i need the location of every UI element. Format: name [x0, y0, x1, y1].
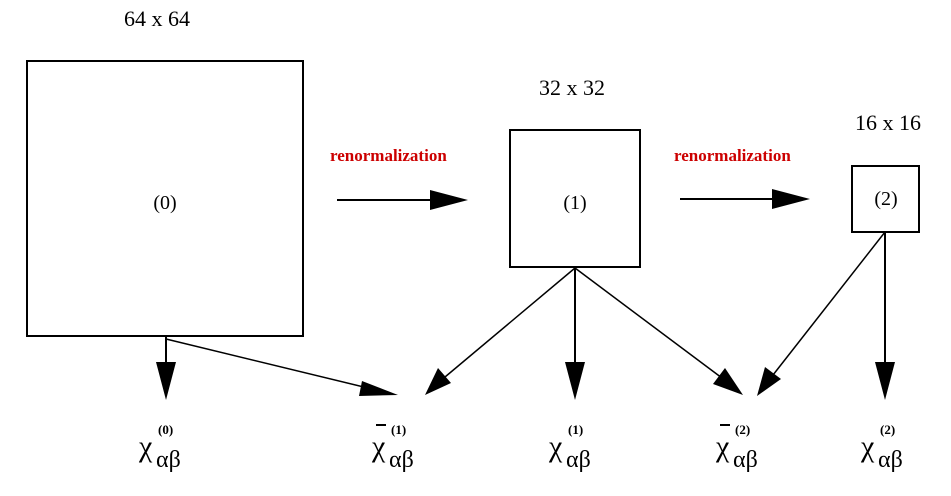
- arrow-b1-to-chibar1: [425, 267, 576, 395]
- chi-subscript: αβ: [566, 447, 591, 473]
- chi-subscript: αβ: [733, 447, 758, 473]
- chi-symbol: χ: [139, 430, 153, 463]
- box-label-0: (0): [153, 192, 177, 214]
- bar-accent: [720, 424, 730, 426]
- chi-superscript: (0): [158, 422, 174, 437]
- renorm-arrow-2: [680, 189, 810, 209]
- size-label-16: 16 x 16: [855, 110, 921, 135]
- chi-subscript: αβ: [878, 447, 903, 473]
- renormalization-label-2: renormalization: [674, 146, 791, 165]
- box-label-2: (2): [874, 188, 898, 210]
- lattice-box-1: [509, 129, 641, 268]
- renormalization-label-1: renormalization: [330, 146, 447, 165]
- chi-superscript: (1): [391, 422, 407, 437]
- chi-superscript: (1): [568, 422, 584, 437]
- chi-symbol: χ: [861, 430, 875, 463]
- chi-superscript: (2): [880, 422, 896, 437]
- renorm-arrow-1: [337, 190, 468, 210]
- arrow-b0-to-chibar1: [165, 338, 398, 396]
- chi-subscript: αβ: [389, 447, 414, 473]
- chi-symbol: χ: [716, 430, 730, 463]
- arrow-b0-to-chi0: [156, 336, 176, 400]
- chi-subscript: αβ: [156, 447, 181, 473]
- bar-accent: [376, 424, 386, 426]
- arrow-b2-to-chi2: [875, 232, 895, 400]
- arrow-b2-to-chibar2: [757, 231, 886, 396]
- arrow-b1-to-chibar2: [574, 267, 743, 395]
- size-label-32: 32 x 32: [539, 75, 605, 100]
- lattice-box-0: [26, 60, 304, 337]
- arrow-b1-to-chi1: [565, 268, 585, 400]
- lattice-box-2: [851, 165, 920, 233]
- chi-superscript: (2): [735, 422, 751, 437]
- chi-symbol: χ: [372, 430, 386, 463]
- chi-symbol: χ: [549, 430, 563, 463]
- size-label-64: 64 x 64: [124, 6, 190, 31]
- box-label-1: (1): [563, 192, 587, 214]
